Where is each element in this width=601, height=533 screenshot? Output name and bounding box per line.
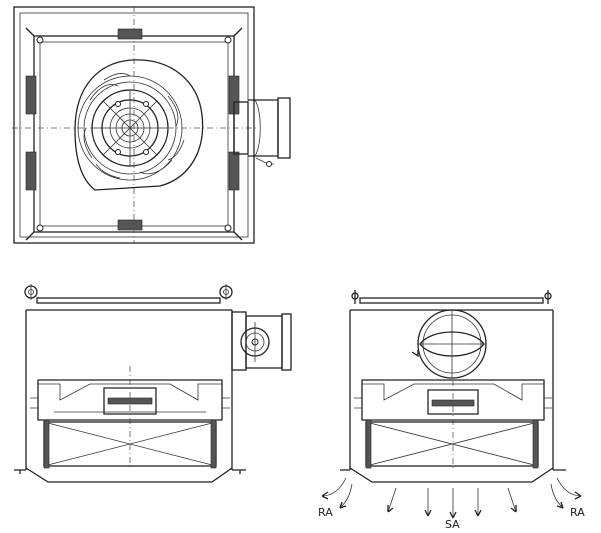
hanger-bar (24, 284, 233, 304)
side-hanger-bar (351, 290, 552, 304)
grille-left-lower (25, 151, 37, 191)
return-air-arrows-right (550, 477, 582, 509)
front-fan-housing (30, 366, 230, 470)
grille-right-lower (228, 151, 240, 191)
plan-center-lines (12, 6, 256, 244)
side-fan-housing (354, 379, 552, 470)
front-elevation-view (14, 284, 292, 483)
front-casing (25, 309, 233, 470)
side-elevation-view: RA SA RA (318, 290, 585, 531)
label-supply-air: SA (445, 518, 460, 531)
plan-corner-marks (25, 27, 243, 241)
front-coil (43, 419, 217, 469)
grille-left-upper (25, 75, 37, 115)
label-return-air-right: RA (570, 506, 585, 519)
side-duct-spigot (411, 309, 487, 379)
label-return-air-left: RA (318, 506, 333, 519)
grille-bottom (117, 219, 143, 231)
grille-top (117, 28, 143, 40)
plan-view (12, 6, 291, 244)
fan-impeller (74, 59, 204, 191)
front-drain-pan (25, 467, 233, 483)
return-air-arrows-left (321, 477, 353, 509)
side-drain-pan (349, 467, 554, 483)
plan-grilles (25, 28, 240, 231)
supply-air-arrows (387, 487, 517, 519)
side-coil (365, 419, 539, 469)
plan-duct-collar (233, 97, 291, 167)
front-feet (14, 469, 246, 474)
front-duct-collar (231, 311, 292, 371)
